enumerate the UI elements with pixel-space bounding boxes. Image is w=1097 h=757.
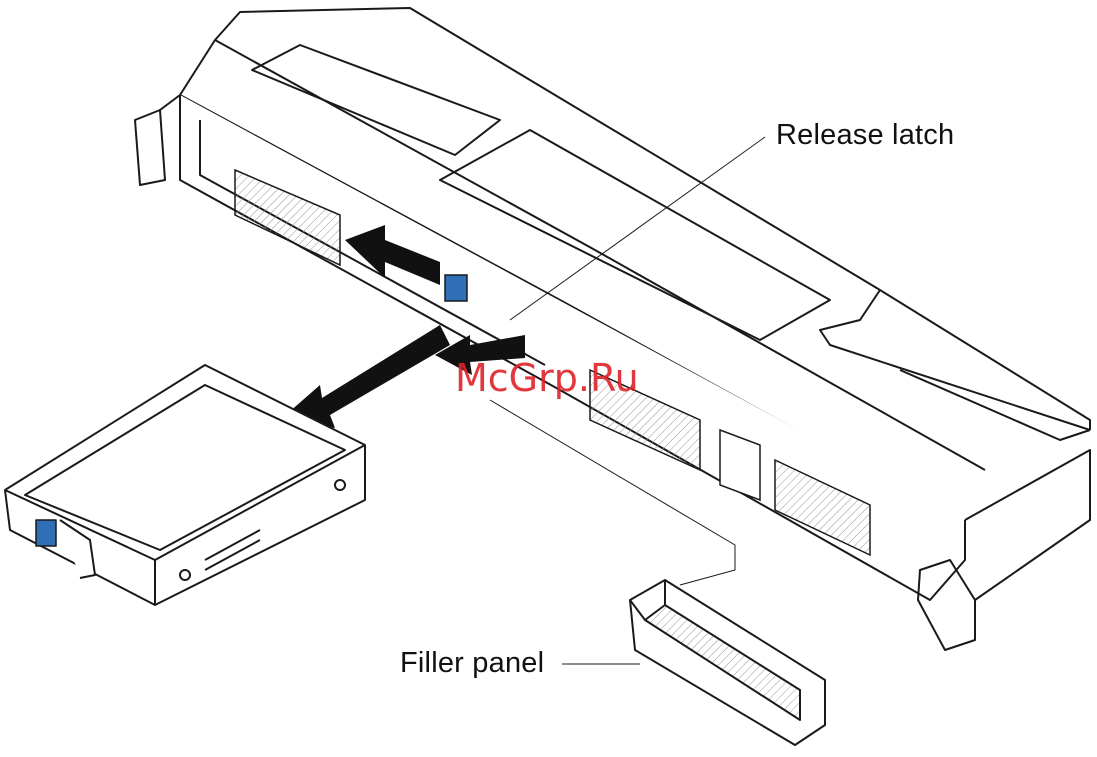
- server-chassis: [135, 8, 1090, 650]
- filler-panel-label: Filler panel: [400, 647, 544, 680]
- arrow-slide-drive-out: [280, 325, 450, 428]
- filler-panel: [630, 580, 825, 745]
- release-latch-blue: [445, 275, 467, 301]
- watermark: McGrp.Ru: [455, 356, 639, 400]
- release-latch-label: Release latch: [776, 119, 954, 152]
